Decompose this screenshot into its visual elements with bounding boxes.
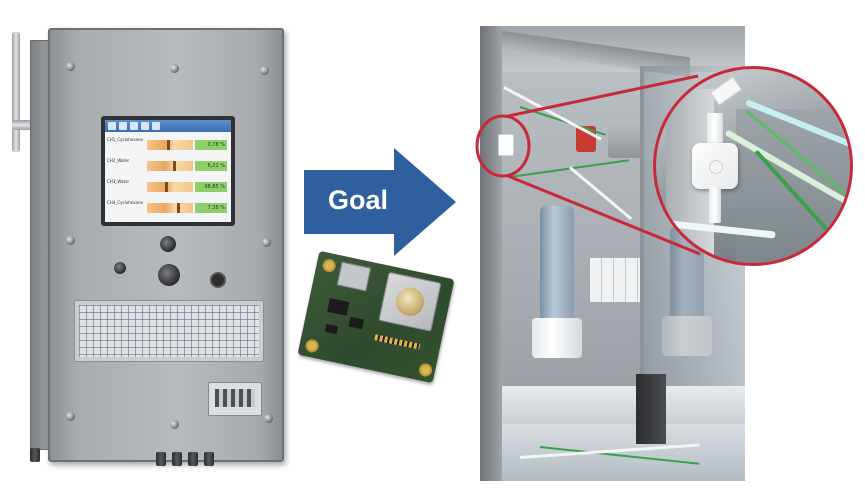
measurement-label: CH4_Cyclohexane (107, 200, 144, 205)
bar-marker (165, 182, 168, 192)
measurement-bar (147, 182, 193, 192)
measurement-bar (147, 203, 193, 213)
analyzer-display: CH1_Cyclohexane 0,78 % CH2_Water 6,21 % … (105, 120, 231, 222)
screw-icon (66, 62, 75, 71)
terminal-block-icon (636, 374, 666, 444)
gray-controller-icon (608, 124, 644, 158)
zoom-fitting-bottom-icon (709, 187, 721, 223)
filter-canister-icon (540, 206, 574, 326)
toolbar-button-icon (141, 122, 149, 130)
screw-icon (66, 412, 75, 421)
measurement-bar (147, 140, 193, 150)
screw-icon (170, 64, 179, 73)
control-knob-icon (114, 262, 126, 274)
membrane-keyboard (74, 300, 264, 362)
screw-icon (66, 236, 75, 245)
measurement-value: 98,85 % (195, 182, 227, 192)
right-arrow-icon (304, 148, 456, 256)
bar-marker (167, 140, 170, 150)
measurement-value: 7,38 % (195, 203, 227, 213)
zoom-sensor-window (709, 160, 723, 174)
cable-gland-icon (172, 452, 182, 466)
goal-label: Goal (328, 185, 389, 215)
measurement-label: CH3_Water (107, 179, 130, 184)
callout-line-top (507, 74, 699, 118)
measurement-label: CH2_Water (107, 158, 130, 163)
cabinet-frame-left (480, 26, 502, 481)
measurement-row: CH3_Water 98,85 % (107, 178, 229, 196)
measurement-row: CH4_Cyclohexane 7,38 % (107, 199, 229, 217)
screw-icon (260, 66, 269, 75)
cable-gland-icon (188, 452, 198, 466)
cable-gland-icon (156, 452, 166, 466)
toolbar-button-icon (130, 122, 138, 130)
cable-gland-icon (30, 448, 40, 462)
io-panel (208, 382, 262, 416)
cabinet-bottom (502, 424, 745, 481)
measurement-label: CH1_Cyclohexane (107, 137, 144, 142)
bar-marker (177, 203, 180, 213)
indicator-light-icon (160, 236, 176, 252)
highlight-ring (475, 114, 531, 178)
installed-sensor-icon (498, 134, 514, 156)
mounting-shelf (502, 386, 745, 426)
toolbar-button-icon (119, 122, 127, 130)
measurement-value: 6,21 % (195, 161, 227, 171)
screw-icon (262, 238, 271, 247)
measurement-row: CH2_Water 6,21 % (107, 157, 229, 175)
arrow-shape (304, 148, 456, 256)
gas-pipe-bend (12, 120, 46, 130)
zoom-detail-circle (653, 66, 853, 266)
measurement-row: CH1_Cyclohexane 0,78 % (107, 136, 229, 154)
key-switch-icon (210, 272, 226, 288)
gas-pipe (12, 32, 20, 152)
measurement-value: 0,78 % (195, 140, 227, 150)
circuit-breakers (590, 258, 640, 302)
measurement-bar (147, 161, 193, 171)
toolbar-button-icon (108, 122, 116, 130)
screw-icon (264, 414, 273, 423)
zoom-cable-tag (709, 76, 743, 106)
zoom-fitting-top-icon (707, 113, 723, 145)
io-panel-ports (215, 389, 255, 407)
keyboard-keys (79, 305, 259, 357)
filter-cap-icon (532, 318, 582, 358)
zoom-sensor-icon (692, 143, 738, 189)
screw-icon (170, 420, 179, 429)
display-toolbar (105, 120, 231, 132)
bar-marker (173, 161, 176, 171)
toolbar-button-icon (152, 122, 160, 130)
cable-gland-icon (204, 452, 214, 466)
rotary-switch-icon (158, 264, 180, 286)
